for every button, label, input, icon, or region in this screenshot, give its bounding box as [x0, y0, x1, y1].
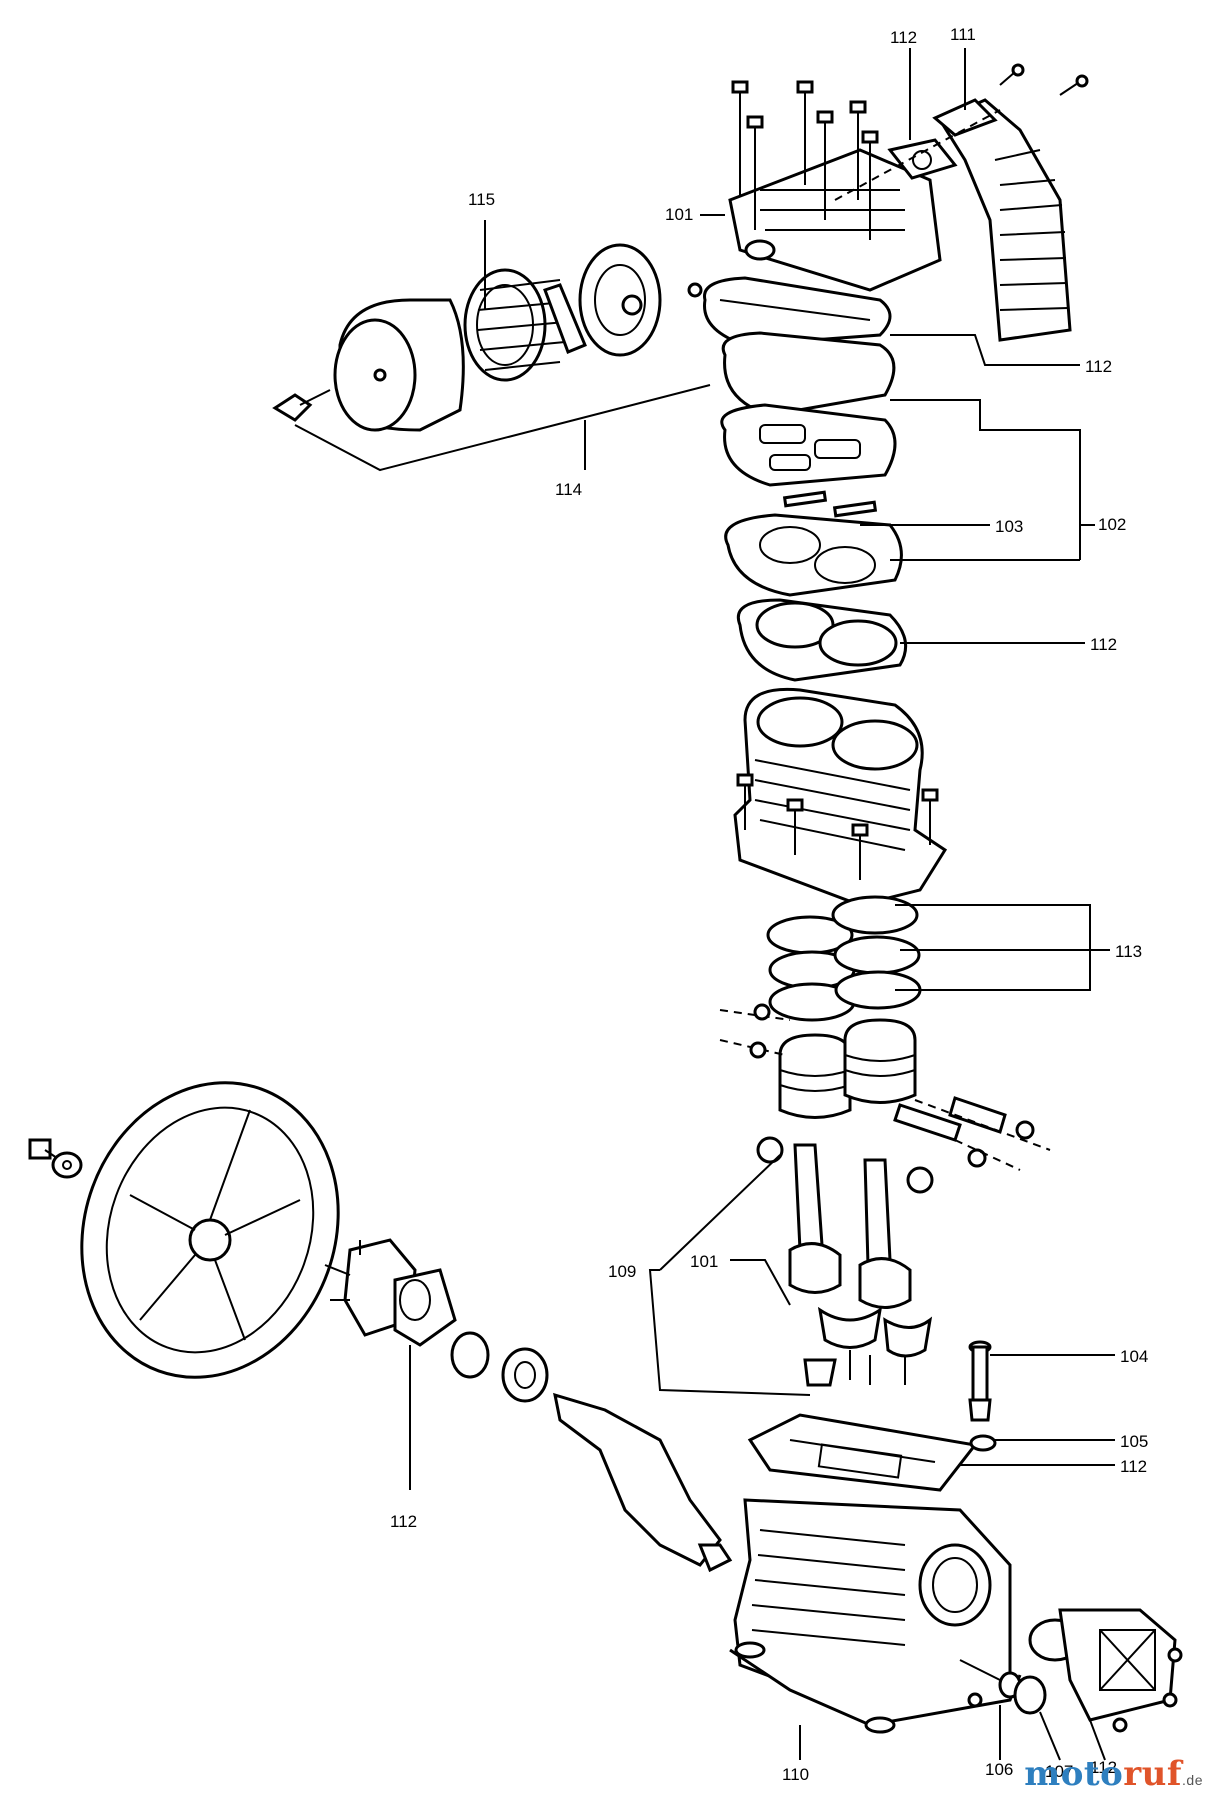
- crankshaft: [553, 1392, 733, 1573]
- plug-106-107: [959, 1659, 1047, 1715]
- washer-105: [969, 1434, 997, 1452]
- cylinder-head: [728, 80, 942, 292]
- label-110: 110: [782, 1765, 809, 1784]
- label-104: 104: [1120, 1347, 1148, 1366]
- watermark-logo: motoruf.de: [1024, 1754, 1203, 1794]
- label-102: 102: [1098, 515, 1126, 534]
- bearing: [450, 1331, 549, 1403]
- label-101: 101: [690, 1252, 718, 1271]
- leader-lines: [294, 48, 1115, 1761]
- bolt-104: [968, 1340, 992, 1422]
- block-bolts: [736, 773, 939, 880]
- side-cover: [1028, 1608, 1183, 1733]
- gasket-stack: [703, 276, 908, 682]
- head-bolts: [731, 80, 879, 240]
- air-filter-assembly: [333, 243, 703, 432]
- label-113: 113: [1115, 942, 1142, 961]
- flywheel-bolt-washer: [28, 1138, 83, 1179]
- flywheel: [80, 1081, 340, 1379]
- crankcase: [729, 1413, 1022, 1734]
- label-111: 111: [950, 25, 976, 44]
- label-105: 105: [1120, 1432, 1148, 1451]
- label-115: 115: [468, 190, 495, 209]
- cylinder-block: [733, 687, 948, 907]
- label-103: 103: [995, 517, 1023, 536]
- label-112: 112: [1120, 1457, 1147, 1476]
- label-109: 109: [608, 1262, 636, 1281]
- reed-valves: [782, 490, 878, 518]
- label-112: 112: [890, 28, 917, 47]
- label-112: 112: [1090, 635, 1117, 654]
- piston-pins-clips: [719, 1003, 1051, 1171]
- connecting-rods: [756, 1136, 934, 1387]
- label-112: 112: [390, 1512, 417, 1531]
- label-107: 107: [1045, 1762, 1073, 1781]
- wing-nut: [272, 389, 331, 422]
- part-labels: 112 111 101 115 112 114 103 102 112 113 …: [390, 25, 1148, 1784]
- piston-rings: [766, 895, 922, 1022]
- label-114: 114: [555, 480, 582, 499]
- pipe-screws: [999, 63, 1089, 96]
- outlet-flange-gasket: [887, 138, 958, 180]
- label-112: 112: [1090, 1758, 1117, 1777]
- bearing-housing: [324, 1238, 457, 1347]
- outlet-pipe: [932, 98, 1072, 342]
- pistons: [778, 1018, 917, 1119]
- label-112: 112: [1085, 357, 1112, 376]
- label-106: 106: [985, 1760, 1013, 1779]
- label-101: 101: [665, 205, 693, 224]
